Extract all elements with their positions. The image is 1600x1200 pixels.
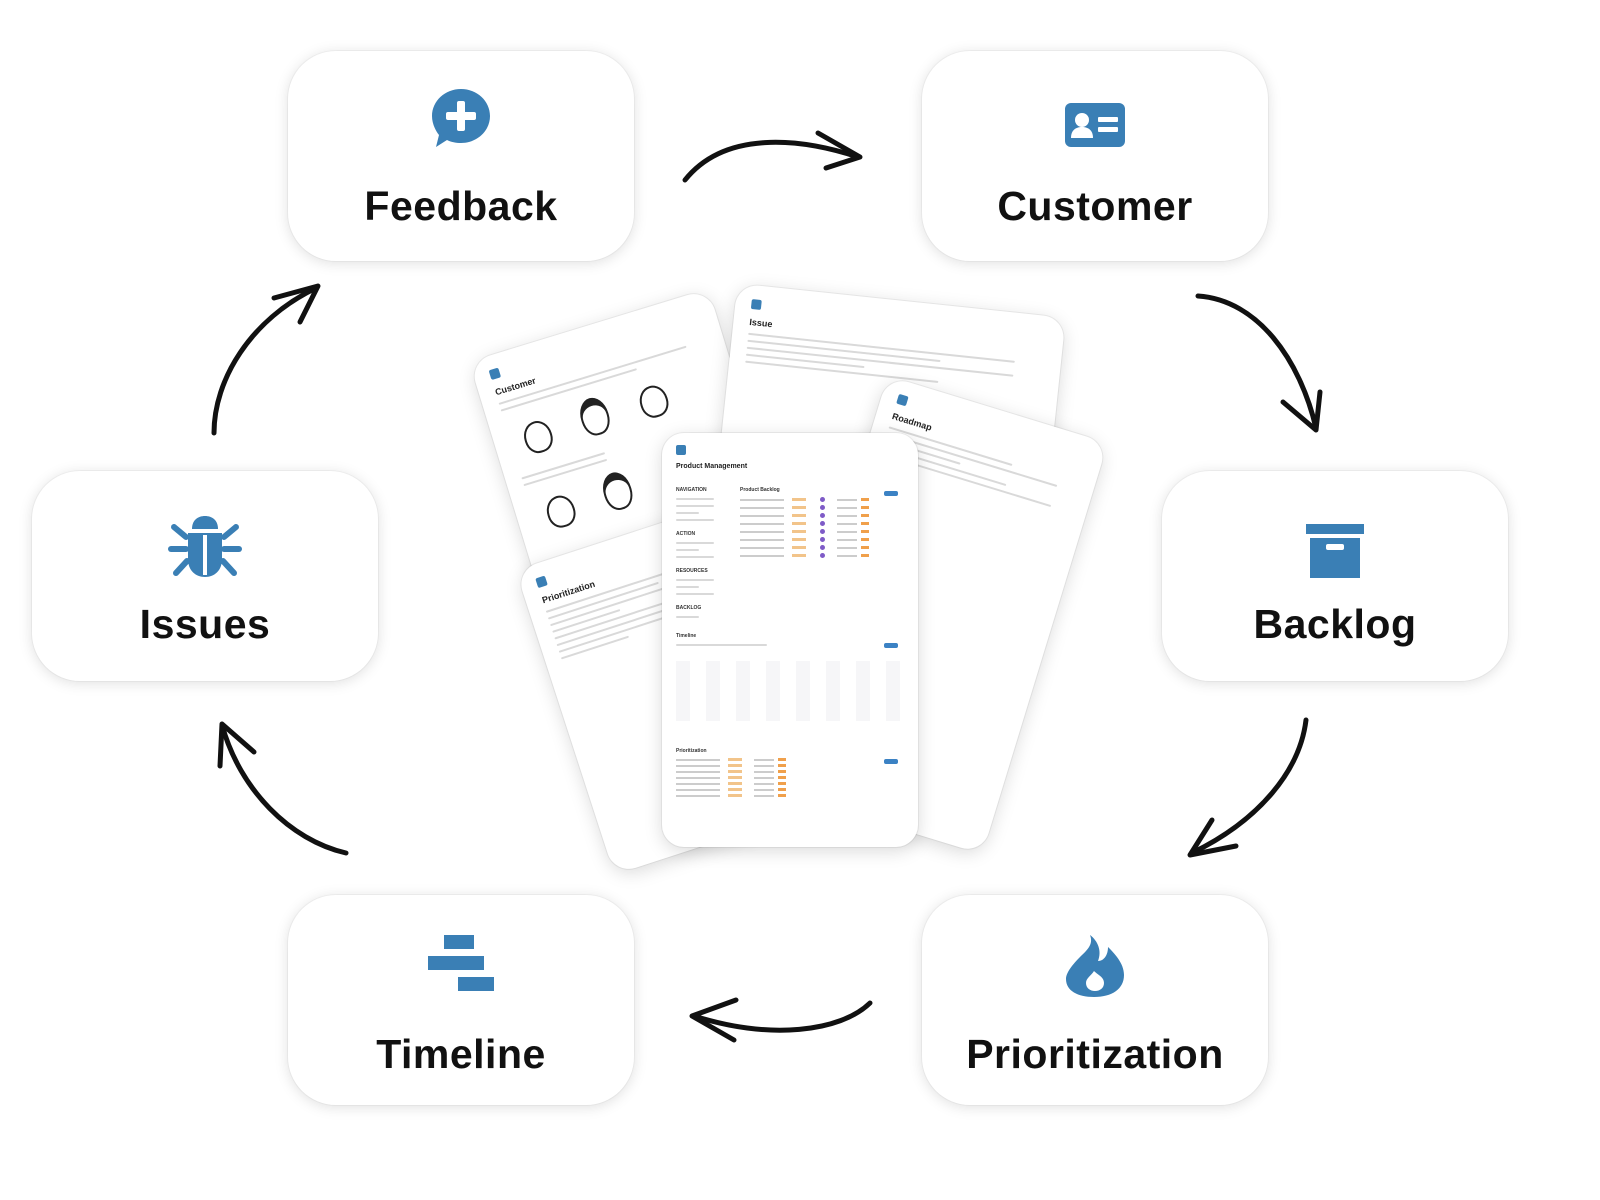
node-issues: Issues (32, 471, 378, 681)
node-customer-label: Customer (997, 183, 1193, 229)
timeline-heading: Timeline (676, 633, 697, 639)
id-card-icon (488, 367, 502, 381)
node-feedback: Feedback (288, 51, 634, 261)
avatar (520, 417, 557, 457)
flame-icon (535, 575, 548, 589)
sheet-backlog-table: Product Backlog (740, 477, 906, 561)
arrow-customer-to-backlog (1195, 293, 1323, 433)
action-section-label: ACTION (676, 531, 696, 537)
node-issues-label: Issues (139, 601, 271, 647)
node-timeline-label: Timeline (376, 1031, 546, 1077)
chat-plus-icon (432, 89, 490, 147)
main-sheet-title: Product Management (676, 463, 748, 470)
nav-section-label: NAVIGATION (676, 487, 707, 493)
node-backlog-label: Backlog (1253, 601, 1417, 647)
avatar (542, 492, 580, 531)
product-management-sheet: Product Management NAVIGATION ACTION RES… (662, 433, 918, 847)
prioritization-heading: Prioritization (676, 748, 707, 754)
avatar (598, 468, 637, 514)
sheet-nav: NAVIGATION ACTION RESOURCES BACKLOG (676, 477, 734, 623)
resources-section-label: RESOURCES (676, 568, 708, 574)
backlog-heading: Product Backlog (740, 487, 780, 493)
node-prioritization-label: Prioritization (966, 1031, 1224, 1077)
backlog-section-label: BACKLOG (676, 605, 702, 611)
avatar (576, 394, 615, 439)
id-card-icon (1065, 103, 1125, 147)
timeline-bars-icon (428, 935, 494, 991)
sheet-prioritization-table: Prioritization (676, 738, 904, 800)
node-prioritization: Prioritization (922, 895, 1268, 1105)
map-icon (896, 393, 909, 407)
arrow-feedback-to-customer (682, 130, 863, 183)
bug-icon (168, 516, 242, 577)
arrow-backlog-to-prioritization (1187, 717, 1309, 858)
node-feedback-label: Feedback (364, 183, 558, 229)
node-backlog: Backlog (1162, 471, 1508, 681)
flame-icon (1066, 935, 1124, 997)
node-timeline: Timeline (288, 895, 634, 1105)
archive-box-icon (676, 445, 686, 455)
arrow-issues-to-feedback (211, 283, 321, 436)
avatar (635, 382, 672, 421)
bug-icon (750, 299, 762, 310)
archive-box-icon (1306, 524, 1364, 578)
sheet-timeline: Timeline (676, 623, 904, 741)
arrow-timeline-to-issues (217, 721, 349, 856)
arrow-prioritization-to-timeline (689, 997, 873, 1043)
node-customer: Customer (922, 51, 1268, 261)
